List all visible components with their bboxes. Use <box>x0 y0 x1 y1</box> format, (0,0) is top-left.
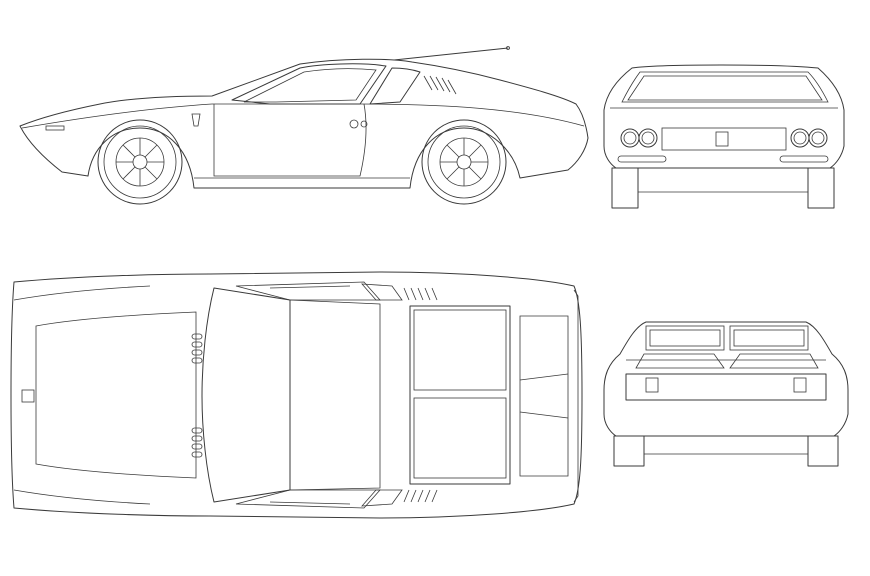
rear-window-right <box>729 325 809 351</box>
rear-lamp-right <box>793 377 807 393</box>
vent-slot <box>191 349 203 356</box>
rear-tire-right <box>807 435 839 467</box>
front-windshield <box>621 71 829 103</box>
front-indicator-right <box>779 155 829 163</box>
top-engine-cover <box>409 305 511 485</box>
rear-tire-left <box>613 435 645 467</box>
top-quarter-window-lower <box>361 489 403 507</box>
top-side-window-lower <box>235 489 381 509</box>
vent-slot <box>191 443 203 450</box>
vent-slat <box>424 287 431 301</box>
top-engine-glass-upper <box>413 309 507 391</box>
vent-slat <box>410 489 417 503</box>
top-vent-slats-upper <box>403 287 438 301</box>
top-window-detail-upper <box>269 285 351 289</box>
top-hood-panel <box>35 311 197 479</box>
side-badge-icon <box>191 113 201 127</box>
top-windshield <box>201 287 291 503</box>
top-engine-glass-lower <box>413 397 507 479</box>
side-windshield <box>231 63 387 105</box>
front-badge <box>715 131 729 147</box>
vent-slot <box>191 451 203 458</box>
side-body-outline <box>19 58 589 189</box>
wheel-spoke <box>122 144 136 158</box>
rear-underbody <box>643 436 809 455</box>
vent-slot <box>191 435 203 442</box>
top-rear-deck-lines <box>519 373 569 419</box>
vent-slat <box>403 489 410 503</box>
top-quarter-window-upper <box>361 283 403 301</box>
side-view <box>19 46 589 205</box>
rear-louver-left <box>635 353 725 369</box>
side-vent-slats <box>423 75 457 95</box>
vent-slot <box>191 341 203 348</box>
vent-slot <box>191 357 203 364</box>
side-door-outline <box>213 103 367 177</box>
vent-slat <box>431 489 438 503</box>
rear-window-right-inner <box>733 329 805 347</box>
vent-slat <box>417 287 424 301</box>
vent-slat <box>424 489 431 503</box>
top-badge <box>21 389 35 403</box>
top-body-outline <box>10 271 583 519</box>
wheel-spoke <box>446 166 460 180</box>
front-indicator-left <box>617 155 667 163</box>
wheel-spoke <box>122 166 136 180</box>
rear-lamp-left <box>645 377 659 393</box>
side-fuel-cap <box>360 120 368 128</box>
top-view <box>10 271 583 519</box>
top-window-detail-lower <box>269 501 351 505</box>
side-windshield-inner <box>243 68 377 103</box>
vent-slat <box>417 489 424 503</box>
side-antenna-tip <box>506 46 510 50</box>
side-antenna <box>393 47 509 61</box>
front-windshield-inner <box>627 75 823 101</box>
front-body-outline <box>603 64 845 169</box>
vent-slot <box>191 427 203 434</box>
wheel-spoke <box>468 166 482 180</box>
top-hood-vents <box>191 333 203 458</box>
side-door-handle <box>349 119 359 129</box>
side-belt-line <box>21 103 585 129</box>
side-quarter-window <box>369 67 421 105</box>
rear-body-outline <box>603 321 849 437</box>
rear-view <box>603 321 849 467</box>
side-marker-light <box>45 125 65 131</box>
front-headlights-right <box>790 128 828 148</box>
rear-window-left-inner <box>649 329 721 347</box>
top-side-window-upper <box>235 281 381 301</box>
top-fender-line-lower <box>13 489 151 505</box>
vent-slat <box>403 287 410 301</box>
top-rear-deck <box>519 315 569 477</box>
rear-window-left <box>645 325 725 351</box>
front-tire-left <box>611 167 639 209</box>
top-roof <box>289 299 381 491</box>
vent-slat <box>431 287 438 301</box>
front-grille <box>661 127 787 151</box>
vent-slat <box>410 287 417 301</box>
vent-slot <box>191 333 203 340</box>
wheel-spoke <box>144 144 158 158</box>
wheel-spoke <box>144 166 158 180</box>
wheel-spoke <box>446 144 460 158</box>
top-vent-slats-lower <box>403 489 438 503</box>
front-headlights-left <box>620 128 658 148</box>
front-view <box>603 64 845 209</box>
top-rear-bumper <box>573 289 579 503</box>
side-front-wheel <box>97 119 183 205</box>
wheel-spoke <box>468 144 482 158</box>
top-fender-line-upper <box>13 285 151 301</box>
front-tire-right <box>807 167 835 209</box>
rear-louver-right <box>729 353 819 369</box>
side-rear-wheel <box>421 119 507 205</box>
